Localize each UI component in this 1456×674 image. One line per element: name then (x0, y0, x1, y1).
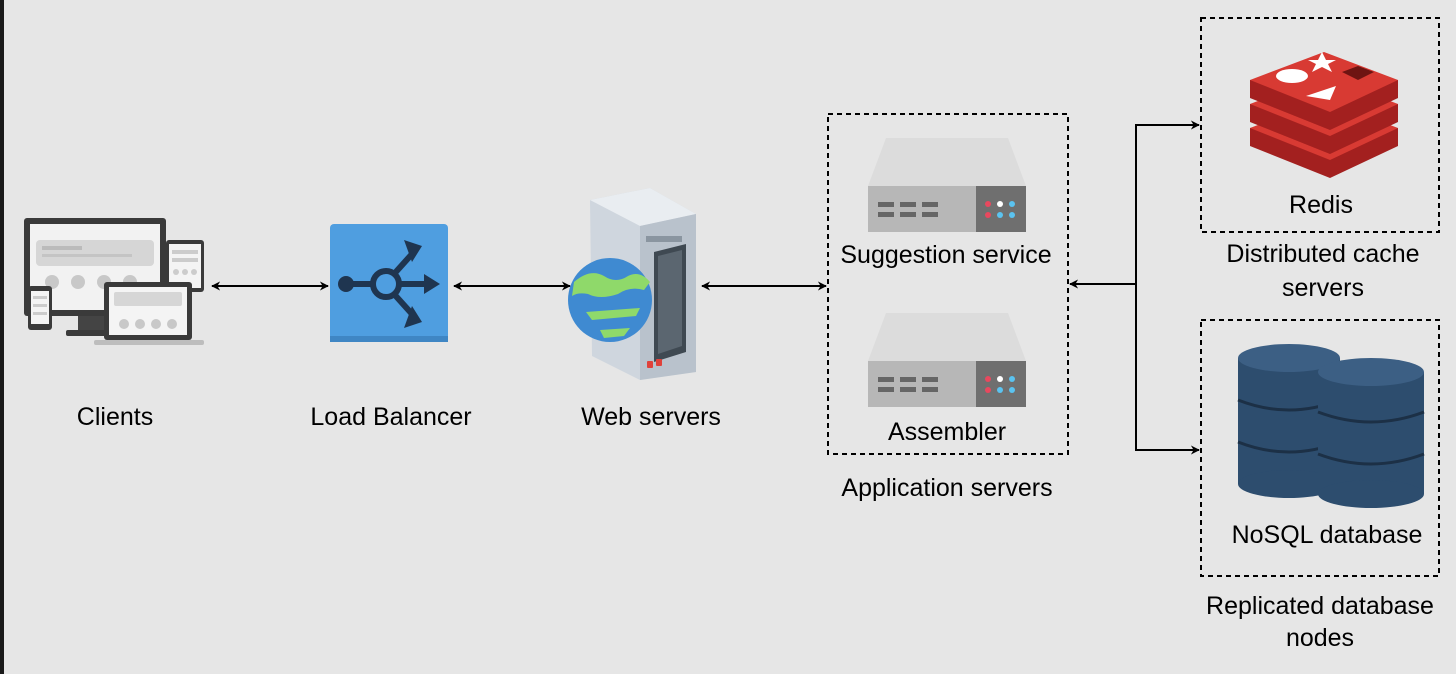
devices-icon (24, 218, 204, 345)
application-servers-label: Application servers (841, 474, 1053, 502)
distributed-cache-label-line2: servers (1282, 274, 1364, 302)
web-server-globe-icon (568, 188, 696, 380)
clients-label: Clients (76, 403, 154, 431)
nosql-database-label: NoSQL database (1231, 521, 1423, 549)
arrow-branch-redis (1135, 120, 1200, 284)
database-cylinder-icon (1237, 344, 1425, 508)
server-rack-icon (868, 138, 1026, 232)
replicated-database-label-line2: nodes (1285, 624, 1355, 652)
load-balancer-icon (330, 224, 448, 342)
application-servers-group (827, 113, 1069, 455)
assembler-label: Assembler (887, 418, 1007, 446)
arrow-branch-nosql (1135, 284, 1200, 455)
redis-label: Redis (1289, 191, 1353, 219)
nosql-group (1200, 319, 1440, 577)
server-rack-icon (868, 313, 1026, 407)
web-servers-label: Web servers (581, 403, 721, 431)
redis-icon (1250, 52, 1398, 178)
load-balancer-label: Load Balancer (310, 403, 472, 431)
suggestion-service-label: Suggestion service (840, 241, 1052, 269)
distributed-cache-label-line1: Distributed cache (1226, 240, 1420, 268)
redis-group (1200, 17, 1440, 233)
left-edge-bar (0, 0, 4, 674)
replicated-database-label-line1: Replicated database (1206, 592, 1434, 620)
